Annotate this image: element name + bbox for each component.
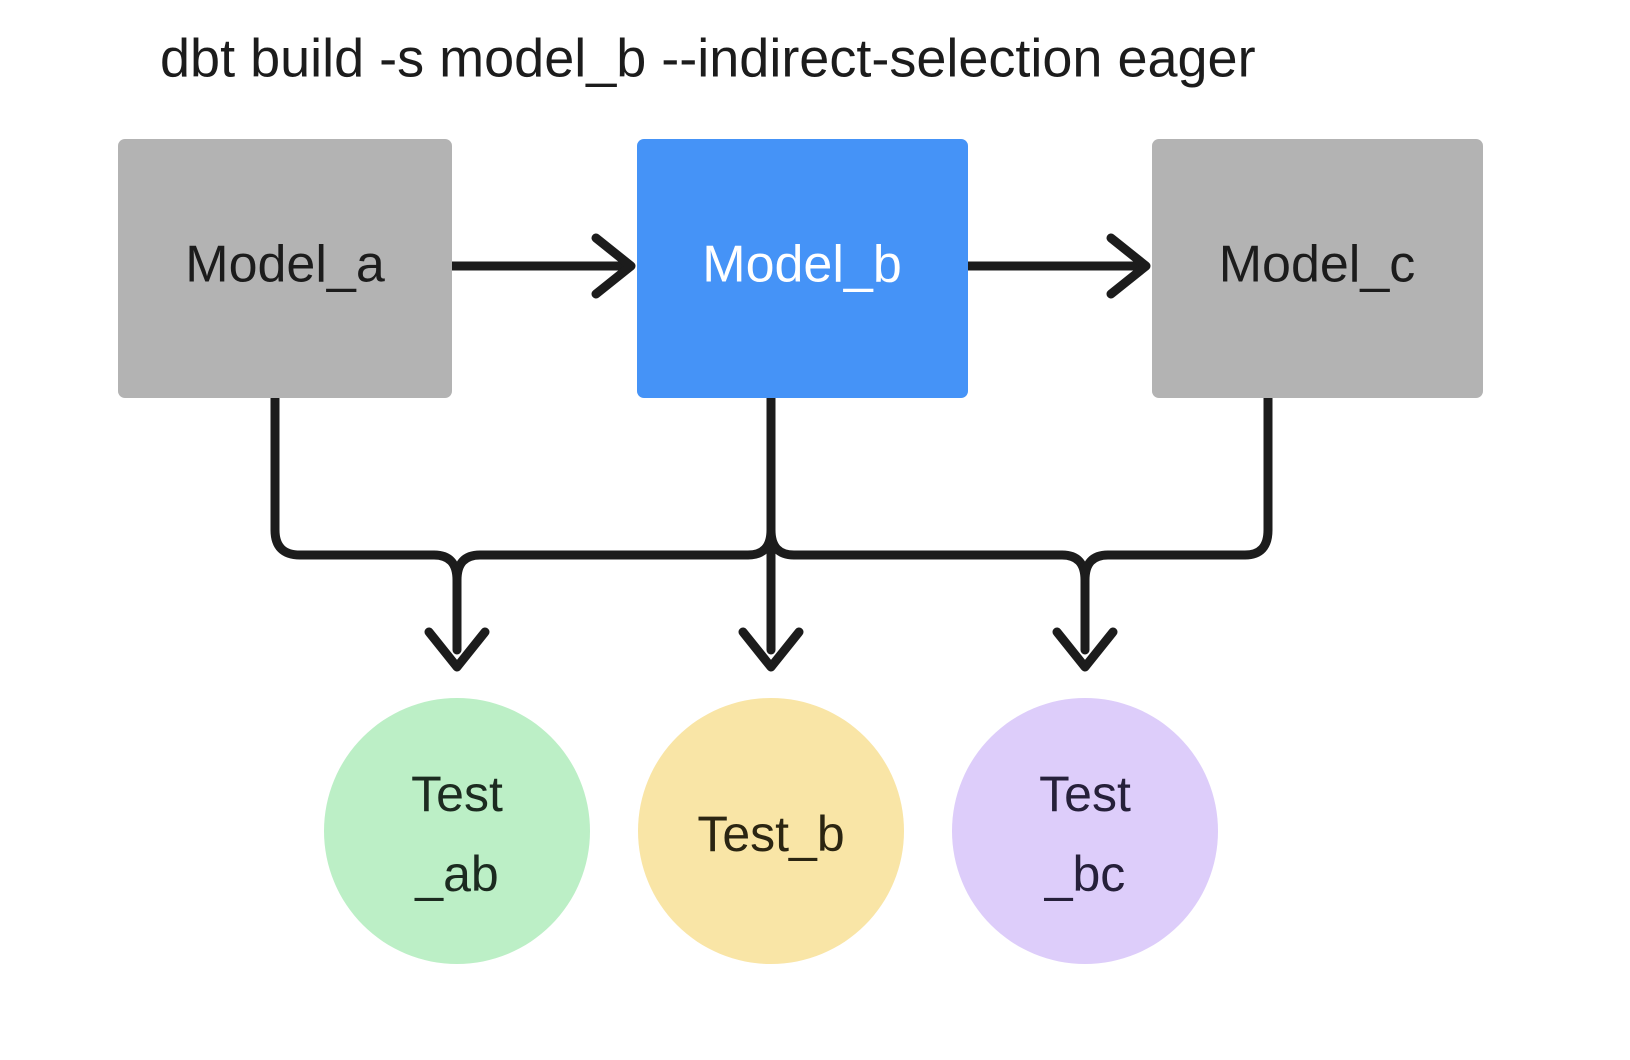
node-model-b[interactable]: Model_b: [637, 139, 968, 398]
test-ab-label-line2: _ab: [414, 846, 498, 902]
arrow-head-icon: [738, 627, 804, 672]
model-c-label: Model_c: [1219, 236, 1416, 294]
edge-model-b-to-test-bc: [766, 393, 1118, 672]
test-ab-circle[interactable]: [324, 698, 590, 964]
edge-line: [766, 393, 1090, 655]
test-bc-label-line1: Test: [1039, 766, 1131, 822]
edge-line: [452, 393, 776, 585]
edge-model-b-to-test-ab: [452, 393, 776, 585]
test-bc-label-line2: _bc: [1044, 846, 1126, 902]
arrow-head-icon: [424, 627, 490, 672]
test-ab-label-line1: Test: [411, 766, 503, 822]
model-a-box[interactable]: [118, 139, 452, 398]
node-model-a[interactable]: Model_a: [118, 139, 452, 398]
node-test-bc[interactable]: Test _bc: [952, 698, 1218, 964]
edge-model-a-to-test-ab: [270, 393, 490, 672]
model-b-label: Model_b: [702, 236, 901, 294]
edge-model-c-to-test-bc: [1080, 393, 1273, 585]
arrow-head-icon: [1106, 233, 1151, 299]
node-model-c[interactable]: Model_c: [1152, 139, 1483, 398]
test-bc-circle[interactable]: [952, 698, 1218, 964]
node-test-ab[interactable]: Test _ab: [324, 698, 590, 964]
test-b-circle[interactable]: [638, 698, 904, 964]
edge-model-b-to-model-c: [963, 233, 1151, 299]
model-b-box[interactable]: [637, 139, 968, 398]
test-b-label-line1: Test_b: [697, 806, 844, 862]
model-c-box[interactable]: [1152, 139, 1483, 398]
edge-line: [1080, 393, 1273, 585]
edge-model-a-to-model-b: [447, 233, 636, 299]
diagram-title: dbt build -s model_b --indirect-selectio…: [160, 28, 1256, 88]
arrow-head-icon: [591, 233, 636, 299]
edge-line: [270, 393, 462, 655]
node-test-b[interactable]: Test_b: [638, 698, 904, 964]
model-a-label: Model_a: [185, 236, 385, 294]
arrow-head-icon: [1052, 627, 1118, 672]
